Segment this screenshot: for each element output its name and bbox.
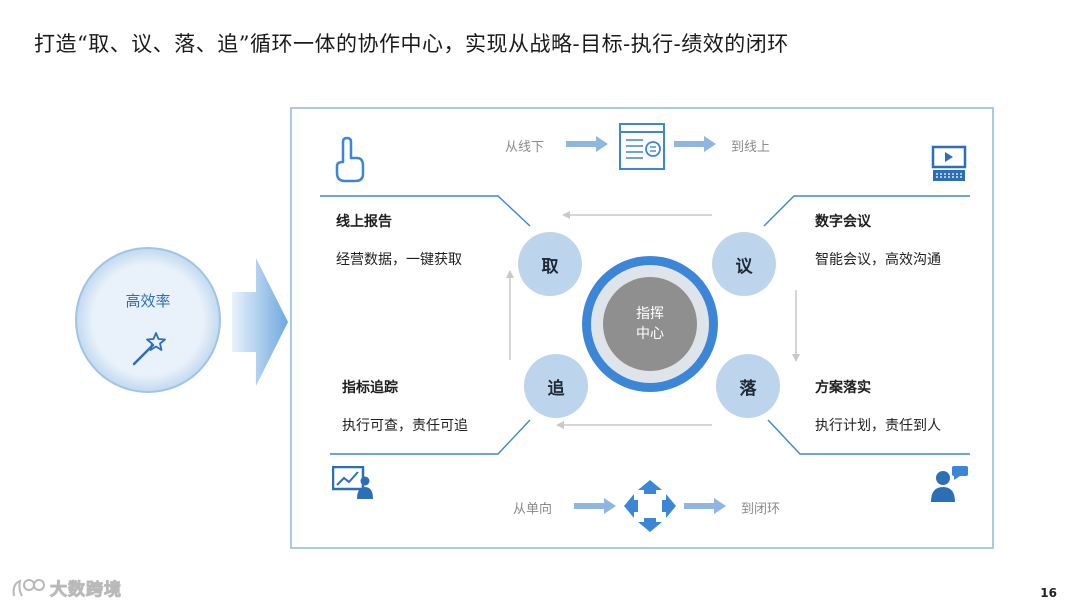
document-icon <box>619 123 665 170</box>
watermark-text: 大数跨境 <box>50 580 122 601</box>
diagram-frame <box>290 107 994 549</box>
hub-ring: 指挥 中心 <box>591 265 709 383</box>
flow-bottom-to: 到闭环 <box>741 502 781 517</box>
digital-meeting-desc: 智能会议，高效沟通 <box>815 252 941 268</box>
node-zhui: 追 <box>524 354 588 418</box>
computer-icon <box>931 145 967 181</box>
hub-core: 指挥 中心 <box>603 277 697 371</box>
presentation-icon <box>332 466 373 499</box>
plan-execution-heading: 方案落实 <box>815 380 871 396</box>
flow-top-to: 到线上 <box>731 140 771 155</box>
cycle-arrows-icon <box>624 480 676 532</box>
node-yi: 议 <box>712 232 776 296</box>
hub-label-line2: 中心 <box>636 326 664 342</box>
hub-label-line1: 指挥 <box>636 306 664 322</box>
kpi-tracking-desc: 执行可查，责任可追 <box>342 418 468 434</box>
magic-wand-icon <box>132 332 166 366</box>
flow-bottom-from: 从单向 <box>513 502 553 517</box>
big-right-arrow <box>232 258 288 386</box>
efficiency-circle: 高效率 <box>75 247 221 393</box>
online-report-heading: 线上报告 <box>336 214 392 230</box>
flow-top-from: 从线下 <box>505 140 545 155</box>
efficiency-label: 高效率 <box>125 292 171 310</box>
user-chat-icon <box>931 466 968 502</box>
online-report-desc: 经营数据，一键获取 <box>336 252 462 268</box>
page-number: 16 <box>1040 586 1057 600</box>
page-title: 打造“取、议、落、追”循环一体的协作中心，实现从战略-目标-执行-绩效的闭环 <box>34 32 789 56</box>
hand-pointer-icon <box>335 136 365 183</box>
watermark: 大数跨境 <box>10 575 122 600</box>
node-luo: 落 <box>716 354 780 418</box>
digital-meeting-heading: 数字会议 <box>815 214 871 230</box>
plan-execution-desc: 执行计划，责任到人 <box>815 418 941 434</box>
kpi-tracking-heading: 指标追踪 <box>342 380 398 396</box>
node-qu: 取 <box>518 232 582 296</box>
watermark-logo-icon <box>12 578 45 596</box>
command-center-hub: 指挥 中心 <box>582 256 718 392</box>
